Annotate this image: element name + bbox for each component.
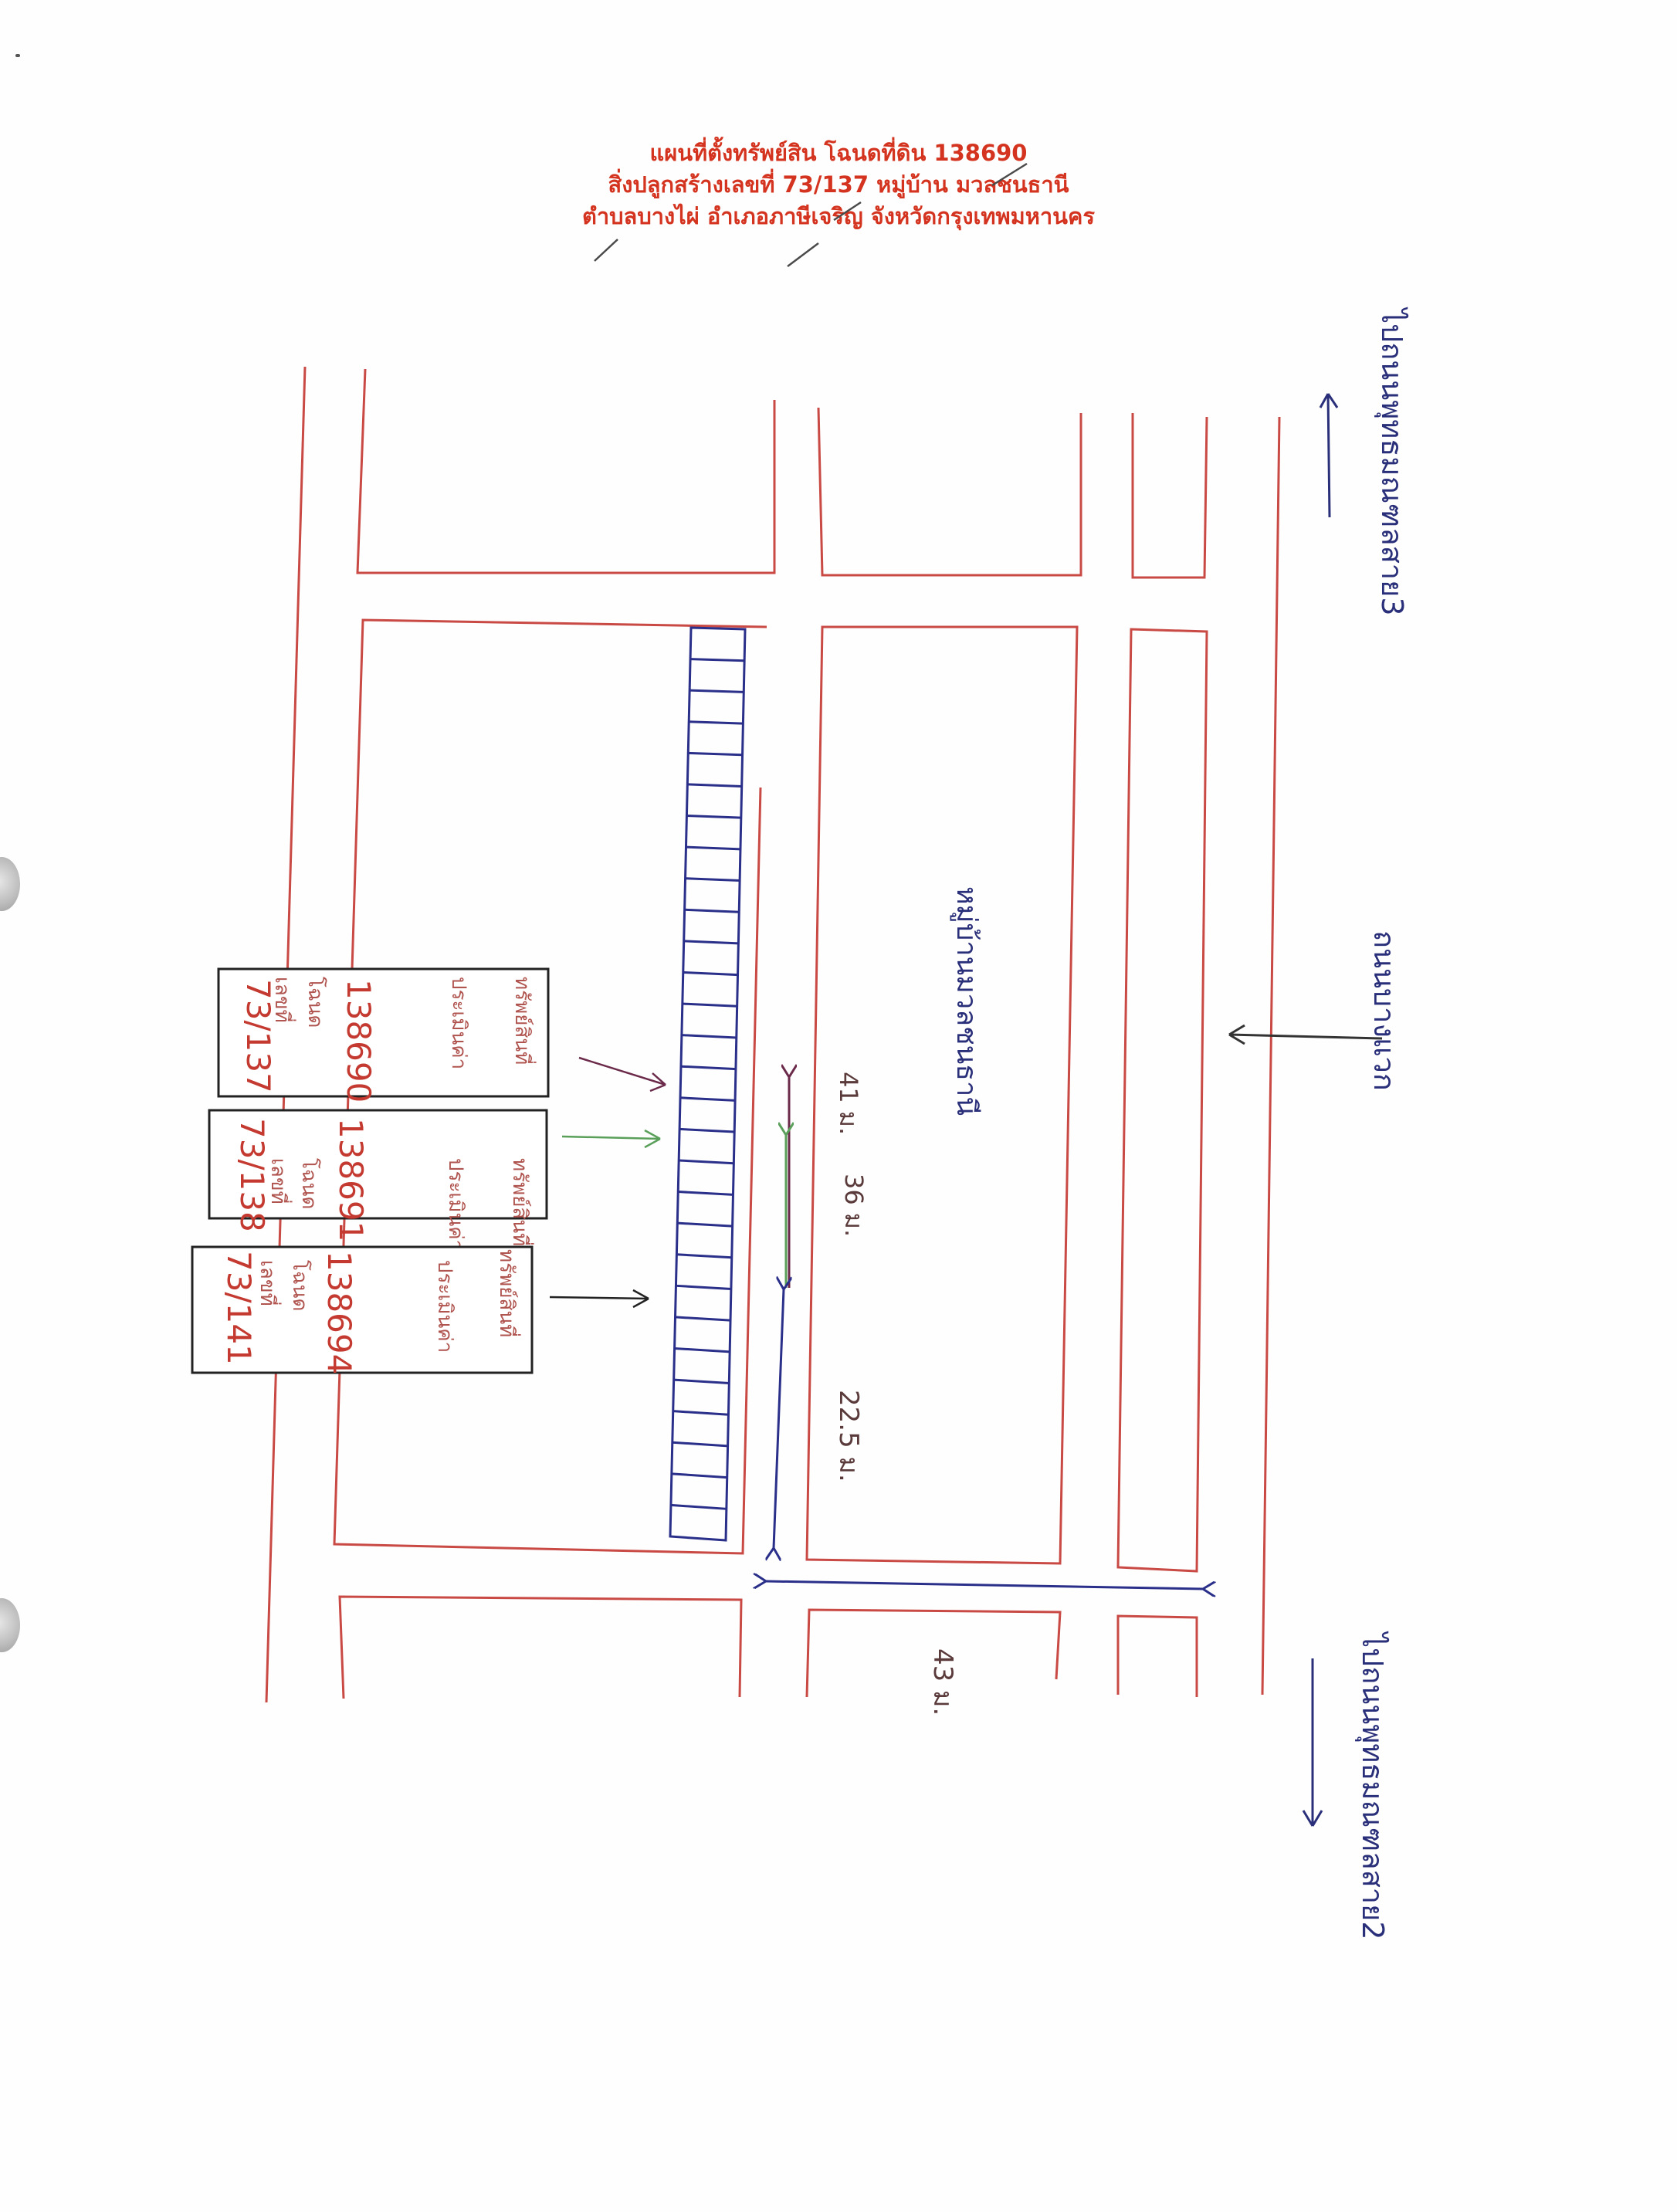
plot-unit-divider xyxy=(675,1316,731,1322)
top-block-right xyxy=(1131,413,1208,579)
prop-line2: ประเมินค่า xyxy=(433,1260,456,1353)
top-block-middle xyxy=(817,407,1082,577)
plot-unit-divider xyxy=(688,751,743,757)
label-road-2: ไปถนนพุทธมณฑลสาย2 xyxy=(1355,1631,1390,1940)
mid-block-right xyxy=(1116,628,1208,1573)
plot-unit-divider xyxy=(679,1159,734,1165)
mid-block-left xyxy=(333,618,767,1555)
prop-deed-number: 138694 xyxy=(320,1251,358,1374)
bottom-block-middle xyxy=(805,1608,1062,1698)
direction-arrows xyxy=(1228,393,1383,1827)
check-mark xyxy=(594,239,618,262)
prop-deed-label: โฉนด xyxy=(303,977,327,1028)
dimension-lines xyxy=(766,1077,1203,1589)
plot-unit-divider xyxy=(682,1002,737,1008)
outer-right-line xyxy=(1261,416,1281,1695)
road-labels: ไปถนนพุทธมณฑลสาย3 ไปถนนพุทธมณฑลสาย2 ถนนบ… xyxy=(950,307,1409,1940)
check-mark xyxy=(991,162,1028,187)
road-lines xyxy=(265,366,1281,1703)
pointer-73-138 xyxy=(561,1135,661,1140)
plot-unit-divider xyxy=(676,1284,731,1290)
plot-unit-divider xyxy=(677,1221,733,1228)
dim-43m xyxy=(766,1581,1203,1589)
plot-unit-divider xyxy=(678,1191,733,1196)
prop-deed-number: 138690 xyxy=(340,979,378,1103)
label-22-5m: 22.5 ม. xyxy=(833,1390,864,1482)
prop-line1: ทรัพย์สินที่ xyxy=(495,1249,521,1337)
plot-unit-divider xyxy=(679,1096,736,1102)
prop-line1: ทรัพย์สินที่ xyxy=(510,977,537,1065)
label-road-3: ไปถนนพุทธมณฑลสาย3 xyxy=(1374,307,1409,616)
prop-house-label: เลขที่ xyxy=(266,1158,293,1204)
plot-unit-divider xyxy=(690,658,745,662)
plot-unit-divider xyxy=(683,971,738,977)
check-mark xyxy=(787,242,819,267)
measurement-labels: 41 ม. 36 ม. 22.5 ม. 43 ม. xyxy=(833,1072,958,1716)
pointer-73-137 xyxy=(578,1056,666,1086)
property-box-73-141: ทรัพย์สินที่ ประเมินค่า โฉนด เลขที่ 1386… xyxy=(191,1245,534,1374)
pointer-73-141 xyxy=(549,1296,649,1300)
plot-unit-divider xyxy=(672,1410,729,1416)
arrow-to-road-3 xyxy=(1326,393,1331,518)
plot-unit-divider xyxy=(684,908,740,913)
label-main-road: ถนนบางแวก xyxy=(1367,930,1401,1091)
mid-block-center xyxy=(805,625,1079,1565)
scan-speck xyxy=(15,54,20,57)
prop-house-number: 73/141 xyxy=(220,1251,258,1365)
prop-line2: ประเมินค่า xyxy=(444,1158,467,1251)
prop-deed-number: 138691 xyxy=(332,1118,370,1241)
plot-unit-divider xyxy=(674,1347,730,1353)
prop-line1: ทรัพย์สินที่ xyxy=(508,1158,534,1246)
row-house-plot xyxy=(669,626,747,1542)
title-marks xyxy=(594,162,1028,267)
plot-unit-divider xyxy=(686,815,741,819)
bottom-block-right xyxy=(1116,1614,1198,1697)
label-43m: 43 ม. xyxy=(927,1648,958,1716)
plot-unit-divider xyxy=(670,1503,727,1510)
prop-house-label: เลขที่ xyxy=(256,1260,282,1306)
top-block-left xyxy=(356,368,776,574)
dim-22-5m xyxy=(774,1289,784,1548)
plot-unit-divider xyxy=(685,877,740,882)
bottom-block-left xyxy=(338,1595,743,1699)
plot-unit-divider xyxy=(672,1441,728,1448)
plot-unit-divider xyxy=(689,720,744,725)
plot-unit-divider xyxy=(676,1253,732,1259)
plot-unit-divider xyxy=(673,1378,730,1385)
arrow-main-road xyxy=(1228,1033,1383,1040)
plot-unit-divider xyxy=(686,845,741,851)
prop-house-number: 73/137 xyxy=(239,979,277,1093)
pointer-arrows xyxy=(549,1056,666,1309)
check-mark xyxy=(833,201,862,222)
property-box-73-138: ทรัพย์สินที่ ประเมินค่า โฉนด เลขที่ 1386… xyxy=(208,1109,548,1251)
property-boxes: ทรัพย์สินที่ ประเมินค่า โฉนด เลขที่ 1386… xyxy=(191,967,550,1374)
label-36m: 36 ม. xyxy=(839,1174,869,1237)
plot-outline xyxy=(669,626,747,1542)
property-box-73-137: ทรัพย์สินที่ ประเมินค่า โฉนด เลขที่ 1386… xyxy=(217,967,550,1103)
plot-unit-divider xyxy=(680,1065,737,1071)
plot-unit-divider xyxy=(683,940,739,945)
prop-deed-label: โฉนด xyxy=(297,1158,321,1209)
title-line-1: แผนที่ตั้งทรัพย์สิน โฉนดที่ดิน 138690 xyxy=(649,140,1028,166)
label-41m: 41 ม. xyxy=(834,1072,863,1135)
prop-house-number: 73/138 xyxy=(233,1118,271,1232)
plot-unit-divider xyxy=(689,689,744,693)
prop-line2: ประเมินค่า xyxy=(447,977,470,1069)
plot-unit-divider xyxy=(681,1034,737,1039)
prop-house-label: เลขที่ xyxy=(270,977,296,1023)
plot-unit-divider xyxy=(679,1127,735,1133)
label-village: หมู่บ้านมวลชนธานี xyxy=(950,886,982,1116)
plot-unit-divider xyxy=(687,783,742,788)
prop-deed-label: โฉนด xyxy=(288,1260,312,1311)
plot-unit-divider xyxy=(671,1472,727,1479)
